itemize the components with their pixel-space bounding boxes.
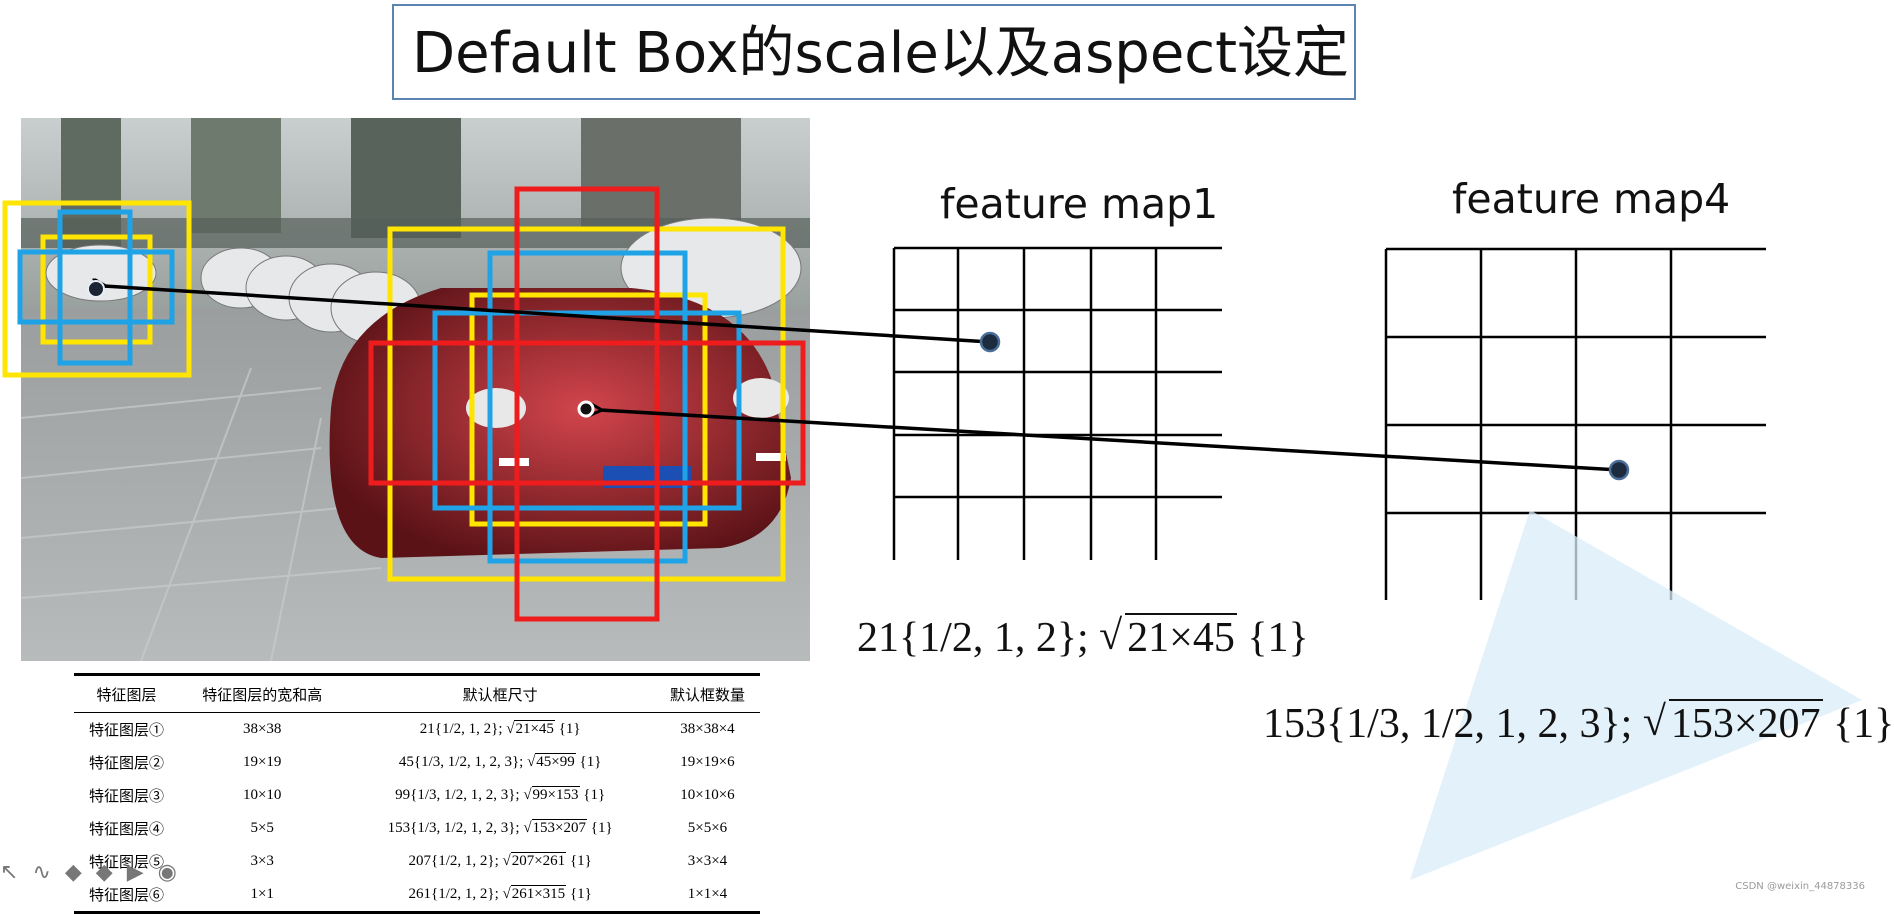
table-row: 特征图层② 19×19 45{1/3, 1/2, 1, 2, 3}; √45×9…	[74, 746, 760, 779]
table-row: 特征图层③ 10×10 99{1/3, 1/2, 1, 2, 3}; √99×1…	[74, 779, 760, 812]
arrow-map4-to-large-car	[600, 410, 1620, 472]
default-box-small-blue-wide	[17, 249, 175, 325]
cell-count: 19×19×6	[680, 754, 735, 770]
cell-scale: 261{1/2, 1, 2};	[408, 886, 499, 902]
cell-tail: {1}	[558, 721, 581, 737]
cell-size: 19×19	[242, 754, 282, 770]
default-box-large-yellow-inner	[469, 292, 708, 527]
cell-count: 5×5×6	[687, 820, 728, 836]
center-point-large-car	[577, 400, 595, 418]
feature-map1-label: feature map1	[940, 180, 1219, 228]
pen-icon[interactable]: ∿	[32, 859, 51, 885]
default-box-small-yellow-square	[2, 200, 192, 378]
cell-tail: {1}	[583, 787, 606, 803]
cell-layer: 特征图层④	[89, 822, 165, 838]
center-point-small-car	[87, 280, 105, 298]
cell-box-size: 21{1/2, 1, 2}; √21×45 {1}	[419, 720, 581, 737]
table-header-box-count: 默认框数量	[654, 676, 760, 713]
cell-size: 10×10	[242, 787, 282, 803]
pale-triangle-decoration	[1410, 510, 1862, 880]
feature-map4-cell-point	[1608, 459, 1630, 481]
cell-box-size: 45{1/3, 1/2, 1, 2, 3}; √45×99 {1}	[398, 753, 602, 770]
radical-sign: √	[1099, 613, 1123, 659]
radicand: 21×45	[1125, 613, 1237, 661]
cell-box-size: 99{1/3, 1/2, 1, 2, 3}; √99×153 {1}	[395, 786, 606, 803]
cell-size: 38×38	[242, 721, 282, 737]
slide-title: Default Box的scale以及aspect设定	[392, 4, 1356, 100]
presentation-toolbar: ↖ ∿ ◆ ◆ ▶ ◉	[0, 859, 177, 885]
cell-layer: 特征图层③	[89, 789, 165, 805]
pointer-icon[interactable]: ↖	[0, 859, 19, 885]
table-row: 特征图层④ 5×5 153{1/3, 1/2, 1, 2, 3}; √153×2…	[74, 812, 760, 845]
cell-scale: 45{1/3, 1/2, 1, 2, 3};	[398, 754, 524, 770]
cell-root: 153×207	[531, 819, 588, 836]
cell-box-size: 153{1/3, 1/2, 1, 2, 3}; √153×207 {1}	[387, 819, 613, 836]
table-row: 特征图层① 38×38 21{1/2, 1, 2}; √21×45 {1} 38…	[74, 713, 760, 747]
cell-size: 3×3	[250, 853, 274, 869]
cell-size: 1×1	[250, 886, 274, 902]
cell-root: 99×153	[531, 786, 580, 803]
formula-scale-text: 21{1/2, 1, 2};	[857, 615, 1089, 661]
play-icon[interactable]: ▶	[126, 859, 144, 885]
default-box-large-red-tall	[514, 186, 660, 622]
diagram-overlay	[2, 186, 1862, 880]
cell-count: 1×1×4	[687, 886, 728, 902]
radical-sign: √	[1642, 699, 1666, 745]
cell-root: 45×99	[535, 753, 576, 770]
watermark: CSDN @weixin_44878336	[1735, 881, 1865, 892]
table-header-size: 特征图层的宽和高	[179, 676, 346, 713]
cell-layer: 特征图层①	[89, 723, 165, 739]
cell-tail: {1}	[569, 886, 592, 902]
table-row: 特征图层⑤ 3×3 207{1/2, 1, 2}; √207×261 {1} 3…	[74, 845, 760, 878]
formula-scale-text: 153{1/3, 1/2, 1, 2, 3};	[1263, 701, 1633, 747]
record-icon[interactable]: ◉	[157, 859, 177, 885]
cell-layer: 特征图层⑤	[89, 855, 165, 871]
eraser-icon[interactable]: ◆	[95, 859, 113, 885]
table-row: 特征图层⑥ 1×1 261{1/2, 1, 2}; √261×315 {1} 1…	[74, 878, 760, 911]
cell-layer: 特征图层②	[89, 756, 165, 772]
cell-scale: 99{1/3, 1/2, 1, 2, 3};	[395, 787, 520, 803]
formula-tail: {1}	[1247, 615, 1309, 661]
cell-root: 261×315	[510, 885, 567, 902]
default-box-large-yellow-outer	[387, 226, 786, 582]
cell-count: 10×10×6	[680, 787, 735, 803]
cell-scale: 21{1/2, 1, 2};	[419, 721, 503, 737]
default-box-large-red-wide	[368, 340, 806, 486]
cell-box-size: 261{1/2, 1, 2}; √261×315 {1}	[408, 885, 592, 902]
cell-layer: 特征图层⑥	[89, 888, 165, 904]
default-box-large-blue-tall	[487, 250, 688, 564]
sqrt-expression: √ 21×45	[1099, 613, 1237, 662]
highlighter-icon[interactable]: ◆	[64, 859, 82, 885]
cell-tail: {1}	[579, 754, 602, 770]
arrow-map1-to-small-car	[104, 286, 991, 344]
default-box-large-blue-wide	[432, 310, 742, 511]
feature-map4-label: feature map4	[1452, 175, 1731, 223]
cell-tail: {1}	[569, 853, 592, 869]
cell-count: 3×3×4	[687, 853, 728, 869]
feature-map1-formula: 21{1/2, 1, 2}; √ 21×45 {1}	[857, 613, 1309, 662]
cell-count: 38×38×4	[680, 721, 735, 737]
table-header-box-size: 默认框尺寸	[345, 676, 655, 713]
table-header-layer: 特征图层	[74, 676, 180, 713]
sqrt-expression: √ 153×207	[1642, 699, 1823, 748]
feature-map1-cell-point	[979, 331, 1001, 353]
feature-map1-grid	[892, 246, 1222, 560]
cell-scale: 207{1/2, 1, 2};	[408, 853, 499, 869]
cell-box-size: 207{1/2, 1, 2}; √207×261 {1}	[408, 852, 592, 869]
cell-size: 5×5	[250, 820, 274, 836]
cell-tail: {1}	[590, 820, 613, 836]
feature-map4-formula: 153{1/3, 1/2, 1, 2, 3}; √ 153×207 {1}	[1263, 699, 1894, 748]
radicand: 153×207	[1668, 699, 1823, 747]
formula-tail: {1}	[1833, 701, 1894, 747]
cell-root: 21×45	[514, 720, 555, 737]
default-box-table: 特征图层 特征图层的宽和高 默认框尺寸 默认框数量 特征图层① 38×38 21…	[74, 673, 760, 914]
cell-root: 207×261	[510, 852, 567, 869]
cell-scale: 153{1/3, 1/2, 1, 2, 3};	[387, 820, 520, 836]
